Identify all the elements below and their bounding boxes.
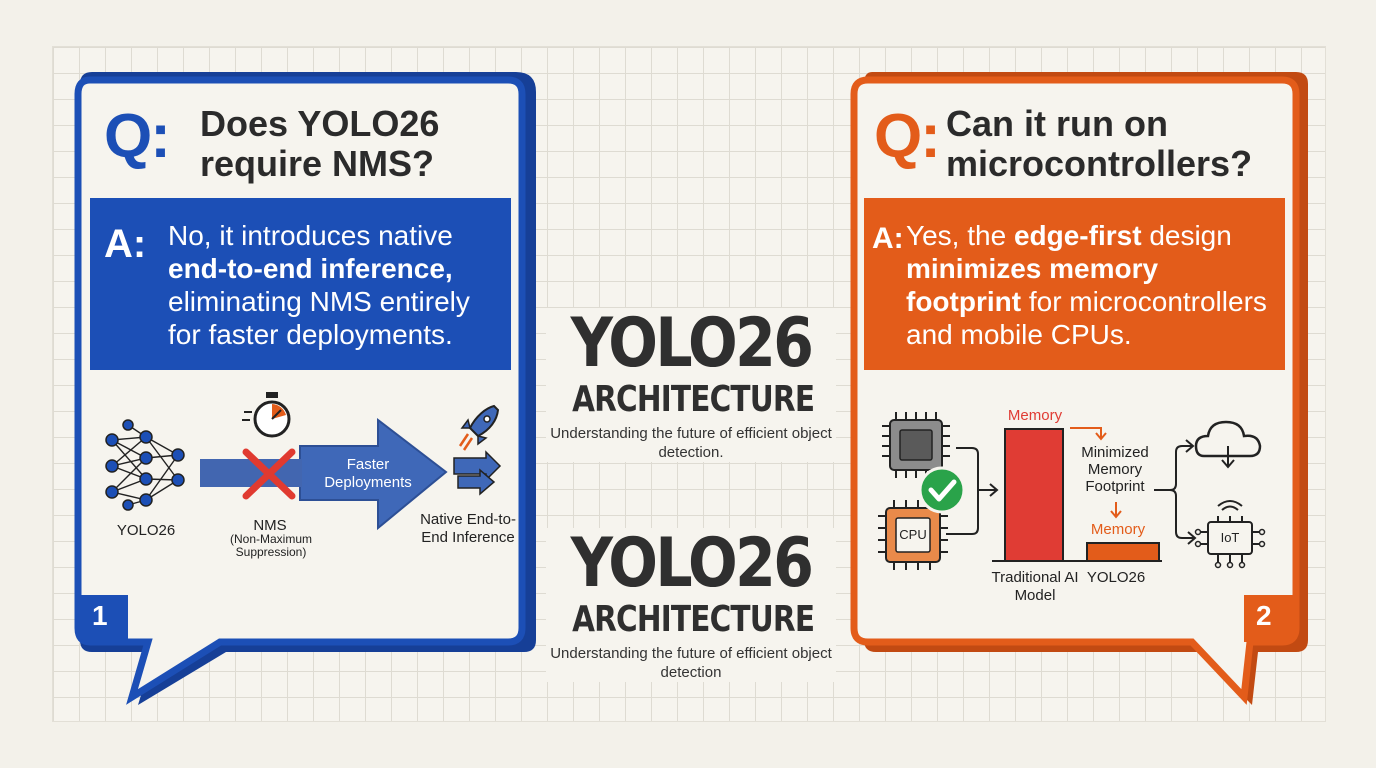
label-iot: IoT	[1220, 530, 1240, 545]
tagline-bottom: Understanding the future of efficient ob…	[550, 645, 832, 681]
tagline-top: Understanding the future of efficient ob…	[550, 425, 832, 461]
split-arrows	[1154, 439, 1197, 545]
right-answer-marker: A:	[872, 222, 904, 255]
title-bottom: YOLO26	[570, 524, 814, 603]
label-faster-deployments: Faster Deployments	[324, 456, 412, 491]
label-memory-top: Memory	[1007, 407, 1063, 424]
cloud-icon	[1194, 420, 1262, 469]
label-native-inference: Native End-to-End Inference	[420, 511, 516, 546]
right-number: 2	[1256, 600, 1272, 631]
subtitle-top: ARCHITECTURE	[572, 379, 815, 420]
title-top: YOLO26	[570, 304, 814, 383]
title-block-top: YOLO26 ARCHITECTURE Understanding the fu…	[546, 308, 836, 462]
deployment-arrow	[200, 417, 448, 531]
label-yolo26-bar: YOLO26	[1086, 569, 1146, 586]
neural-network-icon	[105, 419, 185, 511]
right-question: Can it run on microcontrollers?	[946, 103, 1253, 184]
left-answer: No, it introduces native end-to-end infe…	[168, 220, 470, 350]
label-yolo26-model: YOLO26	[116, 522, 176, 539]
merge-arrow	[946, 447, 999, 535]
left-question: Does YOLO26 require NMS?	[200, 103, 440, 184]
label-nms: NMS	[253, 517, 287, 534]
right-answer: Yes, the edge-first design minimizes mem…	[906, 220, 1267, 350]
left-question-marker: Q:	[104, 102, 171, 171]
title-block-bottom: YOLO26 ARCHITECTURE Understanding the fu…	[546, 528, 836, 682]
iot-chip-icon	[1194, 500, 1266, 569]
stopwatch-icon	[242, 392, 291, 438]
right-number-badge	[1244, 595, 1296, 642]
left-answer-marker: A:	[104, 222, 147, 266]
left-number: 1	[92, 600, 108, 631]
checkmark-icon	[918, 466, 966, 514]
subtitle-bottom: ARCHITECTURE	[572, 599, 815, 640]
rocket-icon	[458, 404, 500, 451]
label-cpu: CPU	[899, 527, 927, 542]
memory-bar-chart	[992, 427, 1162, 562]
label-nms-sub: (Non-Maximum Suppression)	[229, 532, 312, 559]
label-traditional-model: Traditional AI Model	[991, 569, 1079, 604]
cross-icon	[242, 448, 296, 500]
right-answer-box	[864, 198, 1285, 370]
left-number-badge	[78, 595, 128, 642]
bar-traditional	[1004, 428, 1064, 562]
left-answer-box	[90, 198, 511, 370]
label-minimized-footprint: Minimized Memory Footprint	[1081, 444, 1149, 495]
right-question-marker: Q:	[874, 102, 941, 171]
bar-yolo26	[1086, 542, 1160, 562]
speed-arrows-icon	[453, 450, 502, 496]
label-memory-small: Memory	[1090, 521, 1146, 538]
